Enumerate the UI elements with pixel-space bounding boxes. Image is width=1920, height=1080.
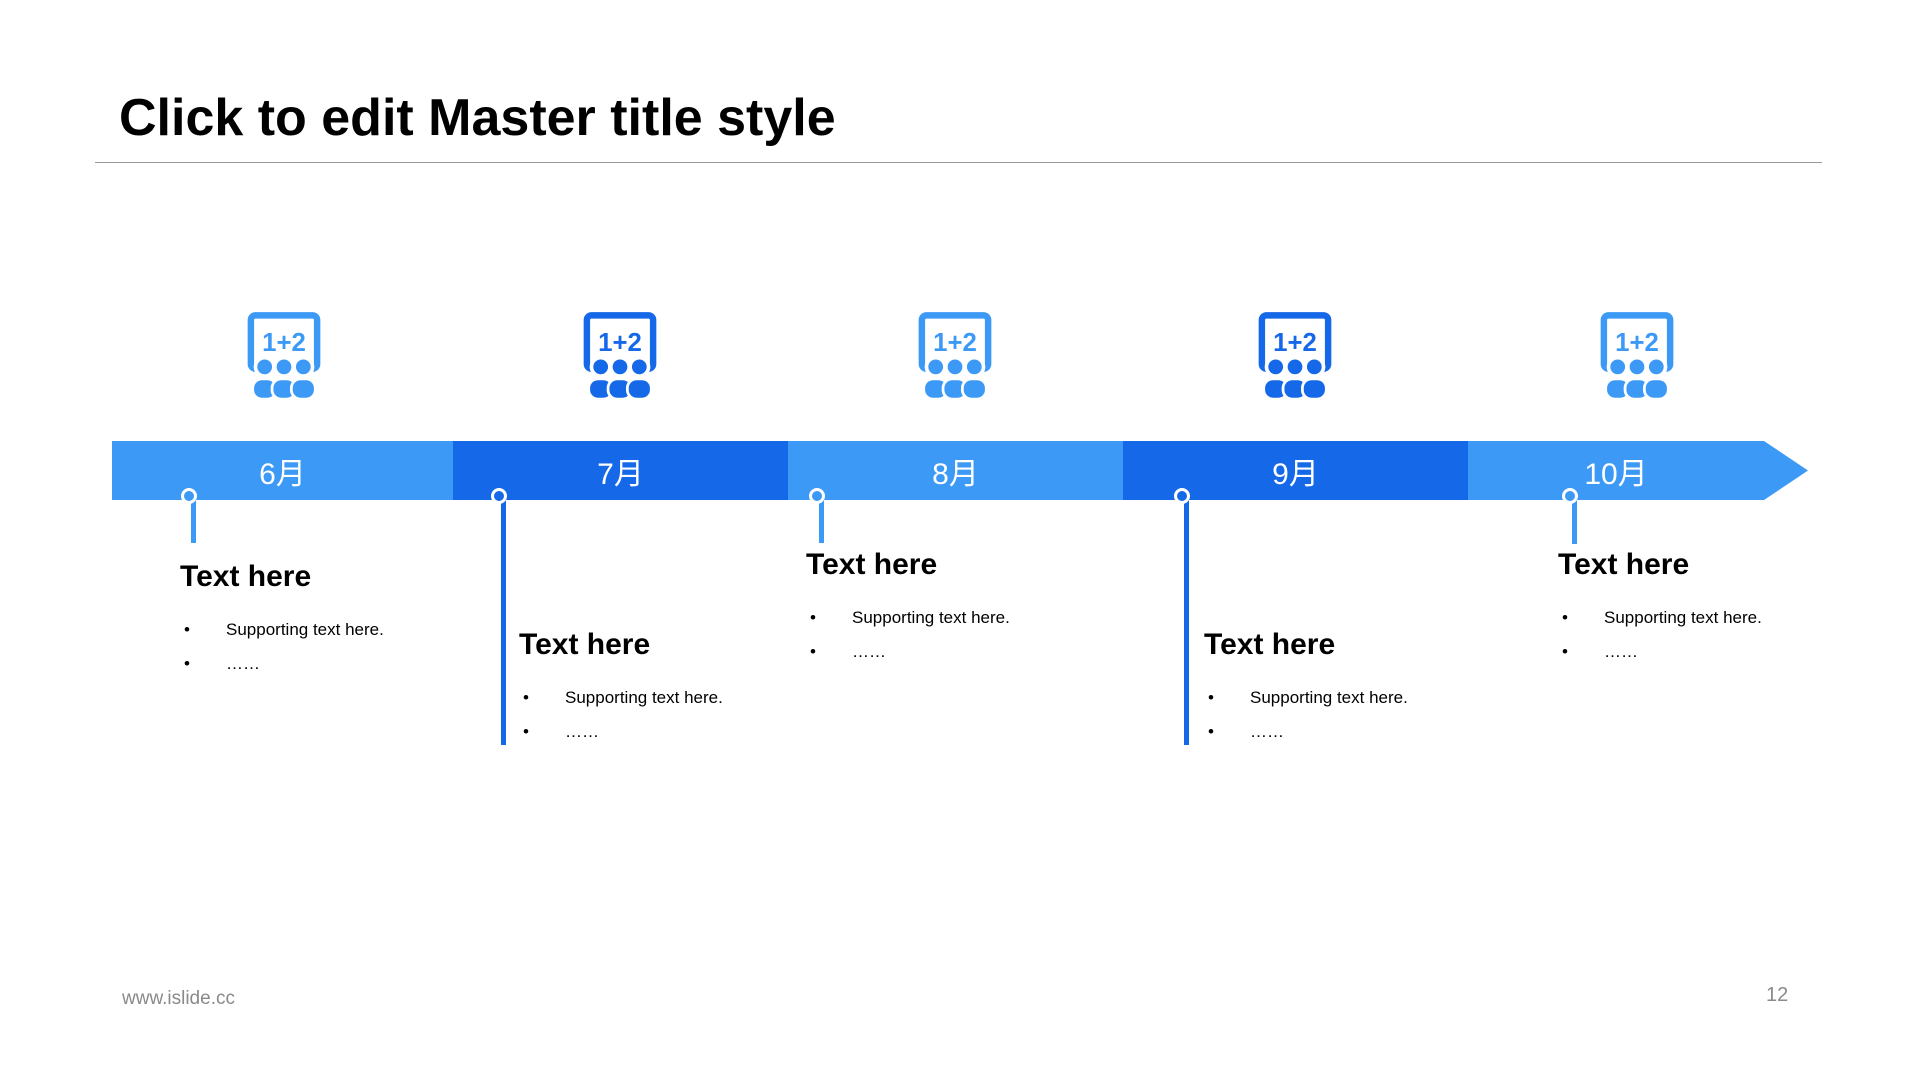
footer-website: www.islide.cc [122,988,235,1009]
timeline-segment-jun[interactable]: 6月 [112,441,453,500]
timeline-entry-sep[interactable]: Text here Supporting text here. …… [1204,628,1524,756]
month-label: 9月 [1272,457,1319,491]
classroom-audience-icon-svg: 1+2 [583,312,657,398]
entry-bullets: Supporting text here. …… [519,688,839,742]
svg-text:1+2: 1+2 [598,329,642,357]
bullet-item[interactable]: Supporting text here. [180,620,500,640]
entry-heading[interactable]: Text here [1558,548,1690,581]
bullet-item[interactable]: …… [1558,642,1878,662]
connector-dot [1564,490,1575,501]
entry-bullets: Supporting text here. …… [180,620,500,674]
timeline-segment-oct-arrow[interactable]: 10月 [1468,441,1808,500]
classroom-audience-icon[interactable]: 1+2 [574,310,666,398]
classroom-audience-icon[interactable]: 1+2 [909,310,1001,398]
month-label: 6月 [259,457,306,491]
timeline-entry-aug[interactable]: Text here Supporting text here. …… [806,548,1126,676]
bullet-item[interactable]: Supporting text here. [806,608,1126,628]
bullet-item[interactable]: …… [1204,722,1524,742]
entry-bullets: Supporting text here. …… [1204,688,1524,742]
bullet-item[interactable]: …… [180,654,500,674]
connector-line [190,500,196,543]
connector-dot [183,490,194,501]
connector-line [500,500,506,745]
entry-heading[interactable]: Text here [519,628,651,661]
timeline-entry-jun[interactable]: Text here Supporting text here. …… [180,560,500,688]
footer-page-number: 12 [1766,984,1789,1006]
bullet-item[interactable]: Supporting text here. [1558,608,1878,628]
svg-text:1+2: 1+2 [262,329,306,357]
classroom-audience-icon[interactable]: 1+2 [238,310,330,398]
bullet-item[interactable]: Supporting text here. [1204,688,1524,708]
month-label: 8月 [932,457,979,491]
month-label: 10月 [1584,457,1648,491]
month-label: 7月 [597,457,644,491]
timeline-segment-aug[interactable]: 8月 [788,441,1123,500]
classroom-audience-icon-svg: 1+2 [247,312,321,398]
slide-title-placeholder[interactable]: Click to edit Master title style [119,89,836,147]
title-divider-line [95,162,1822,163]
classroom-audience-icon[interactable]: 1+2 [1591,310,1683,398]
classroom-audience-icon-svg: 1+2 [918,312,992,398]
connector-dot [493,490,504,501]
timeline-segment-sep[interactable]: 9月 [1123,441,1468,500]
svg-text:1+2: 1+2 [1615,329,1659,357]
entry-heading[interactable]: Text here [806,548,938,581]
timeline-bar: 6月 7月 8月 9月 10月 [112,441,1808,500]
bullet-item[interactable]: …… [806,642,1126,662]
classroom-audience-icon-svg: 1+2 [1600,312,1674,398]
entry-bullets: Supporting text here. …… [806,608,1126,662]
entry-heading[interactable]: Text here [1204,628,1336,661]
svg-text:1+2: 1+2 [1273,329,1317,357]
connector-line [1571,500,1577,544]
connector-line [1183,500,1189,745]
svg-text:1+2: 1+2 [933,329,977,357]
connector-line [818,500,824,543]
connector-dot [811,490,822,501]
classroom-audience-icon-svg: 1+2 [1258,312,1332,398]
timeline-entry-jul[interactable]: Text here Supporting text here. …… [519,628,839,756]
entry-heading[interactable]: Text here [180,560,312,593]
connector-dot [1176,490,1187,501]
timeline-segment-jul[interactable]: 7月 [453,441,788,500]
entry-bullets: Supporting text here. …… [1558,608,1878,662]
bullet-item[interactable]: Supporting text here. [519,688,839,708]
bullet-item[interactable]: …… [519,722,839,742]
timeline-entry-oct[interactable]: Text here Supporting text here. …… [1558,548,1878,676]
classroom-audience-icon[interactable]: 1+2 [1249,310,1341,398]
